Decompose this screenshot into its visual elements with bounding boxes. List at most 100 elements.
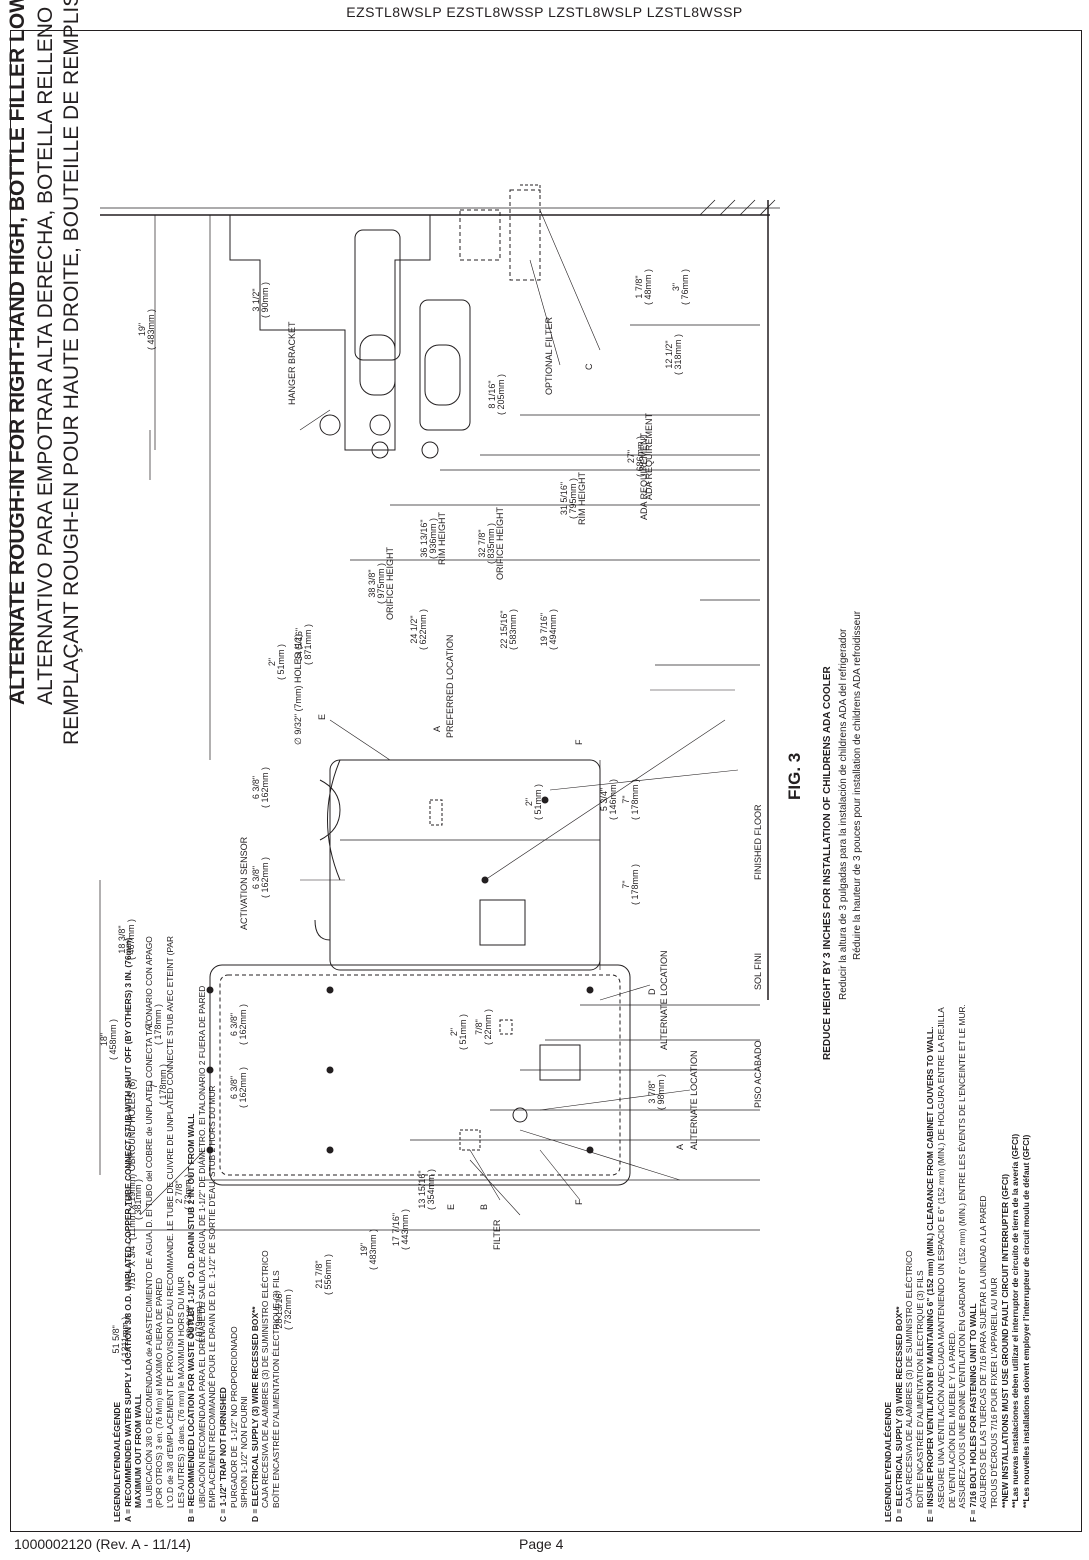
callout-d: D (647, 988, 657, 996)
dimension-mm: ( 871mm ) (303, 623, 313, 665)
dimension-d18: 18"( 458mm ) (99, 1018, 118, 1060)
dimension-d38-3-8: 38 3/8"( 975mm )ORIFICE HEIGHT (367, 546, 395, 620)
dimension-d18-3-8: 18 3/8"( 467mm ) (117, 918, 136, 960)
dimension-mm: ( 556mm ) (323, 1253, 333, 1295)
dimension-d32-7-8: 32 7/8"( 835mm )ORIFICE HEIGHT (477, 506, 505, 580)
dimension-d27: 27"( 686mm )ADA REQUIREMENT (626, 412, 654, 500)
hanger-bracket-label: HANGER BRACKET (287, 321, 297, 405)
dimension-mm: ( 162mm ) (260, 766, 270, 808)
dimension-mm: ( 48mm ) (643, 269, 653, 305)
dimension-mm: ( 979mm ) (194, 1300, 204, 1342)
dimension-d38-9-16: 38 9/16"( 979mm ) (185, 1300, 204, 1342)
callout-a-front: A (675, 1143, 685, 1150)
activation-sensor-label: ACTIVATION SENSOR (239, 836, 249, 930)
dimension-d3-1-2: 3 1/2"( 90mm ) (251, 282, 270, 318)
side-view-outline (329, 759, 601, 971)
dimension-d3-7-8: 3 7/8"( 98mm ) (647, 1074, 666, 1110)
dimension-note: ORIFICE HEIGHT (495, 506, 505, 580)
dimension-mm: ( 1311mm ) (120, 1316, 130, 1362)
dimension-d8-1-16: 8 1/16"( 205mm ) (487, 373, 506, 415)
dimension-mm: ( 178mm ) (153, 1003, 163, 1045)
dimension-mm: ( 458mm ) (108, 1018, 118, 1060)
dimension-note: ORIFICE HEIGHT (385, 546, 395, 620)
callout-e-side: E (317, 713, 327, 720)
dimension-mm: ( 381mm ) (133, 1178, 143, 1220)
dimension-d6-3-8c: 6 3/8"( 162mm ) (251, 856, 270, 898)
dimension-mm: ( 51mm ) (533, 784, 543, 820)
dimension-d2a: 2"( 51mm ) (449, 1014, 468, 1050)
front-view-outline (209, 964, 631, 1186)
dimension-mm: ( 205mm ) (496, 373, 506, 415)
dimension-d34-5-16: 34 5/16"( 871mm ) (294, 623, 313, 665)
dimension-mm: ( 443mm ) (400, 1208, 410, 1250)
dimension-d28-13-16: 28 13/16"( 732mm ) (274, 1288, 293, 1330)
dimension-note: RIM HEIGHT (577, 472, 587, 525)
dimension-mm: ( 178mm ) (630, 863, 640, 905)
dimension-d21-7-8: 21 7/8"( 556mm ) (314, 1253, 333, 1295)
dimension-mm: ( 162mm ) (260, 856, 270, 898)
dimension-d19b: 19"( 483mm ) (137, 308, 156, 350)
dimension-mm: ( 494mm ) (548, 608, 558, 650)
dimension-mm: ( 467mm ) (126, 918, 136, 960)
dimension-mm: ( 162mm ) (238, 1066, 248, 1108)
dimension-d2c: 2"( 51mm ) (267, 644, 286, 680)
dimension-d22-15-16: 22 15/16"( 583mm ) (499, 608, 518, 650)
dimension-d15: 15"( 381mm ) (124, 1178, 143, 1220)
dimension-d12-1-2: 12 1/2"( 318mm ) (664, 333, 683, 375)
dimension-mm: ( 22mm ) (483, 1009, 493, 1045)
dimension-d7b: 7"( 178mm ) (144, 1003, 163, 1045)
dimension-mm: ( 178mm ) (158, 1063, 168, 1105)
dimension-mm: ( 162mm ) (238, 1003, 248, 1045)
dimension-mm: ( 483mm ) (368, 1228, 378, 1270)
dimension-mm: ( 51mm ) (458, 1014, 468, 1050)
dimension-mm: ( 51mm ) (276, 644, 286, 680)
dimension-mm: ( 318mm ) (673, 333, 683, 375)
dimension-mm: ( 622mm ) (418, 608, 428, 650)
dimension-d24-1-2: 24 1/2"( 622mm ) (409, 608, 428, 650)
dimension-d3: 3"( 76mm ) (671, 269, 690, 305)
callout-b: B (479, 1203, 489, 1210)
optional-filter-label: OPTIONAL FILTER (544, 316, 554, 395)
dimension-mm: ( 354mm ) (426, 1168, 436, 1210)
dimension-d19-7-16: 19 7/16"( 494mm ) (539, 608, 558, 650)
model-header: EZSTL8WSLP EZSTL8WSSP LZSTL8WSLP LZSTL8W… (346, 4, 743, 20)
dimension-d31-5-16: 31 5/16"( 795mm )RIM HEIGHT (559, 472, 587, 525)
alternate-location-label-d: ALTERNATE LOCATION (659, 950, 669, 1050)
dimension-d2-7-8: 2 7/8"( 73mm ) (174, 1174, 193, 1210)
drawing-frame (10, 30, 1082, 1532)
dimension-d6-3-8a: 6 3/8"( 162mm ) (229, 1066, 248, 1108)
dimension-d19a: 19"( 483mm ) (359, 1228, 378, 1270)
page-number: Page 4 (519, 1536, 564, 1552)
dimension-d51-5-8: 51 5/8"( 1311mm ) (111, 1316, 130, 1362)
doc-number: 1000002120 (Rev. A - 11/14) (14, 1536, 191, 1552)
alternate-location-label-a: ALTERNATE LOCATION (689, 1050, 699, 1150)
dimension-mm: ( 98mm ) (656, 1074, 666, 1110)
callout-a-side: A (432, 725, 442, 732)
dimension-d6-3-8d: 6 3/8"( 162mm ) (251, 766, 270, 808)
profile-view-outline (229, 215, 431, 451)
callout-c: C (584, 363, 594, 371)
dimension-d5-3-4: 5 3/4"( 146mm ) (599, 778, 618, 820)
dimension-mm: ( 732mm ) (283, 1288, 293, 1330)
dimension-note: ADA REQUIREMENT (644, 412, 654, 500)
dimension-mm: ( 583mm ) (508, 608, 518, 650)
dimension-d1-7-8: 1 7/8"( 48mm ) (634, 269, 653, 305)
dimension-d6-3-8b: 6 3/8"( 162mm ) (229, 1003, 248, 1045)
dimension-mm: ( 178mm ) (630, 778, 640, 820)
dimension-mm: ( 483mm ) (146, 308, 156, 350)
dimension-mm: ( 146mm ) (608, 778, 618, 820)
callout-e-front: E (446, 1203, 456, 1210)
dimension-d7d: 7"( 178mm ) (621, 863, 640, 905)
dimension-d13-15-16: 13 15/16"( 354mm ) (417, 1168, 436, 1210)
dimension-d7c: 7"( 178mm ) (621, 778, 640, 820)
dimension-mm: ( 73mm ) (183, 1174, 193, 1210)
preferred-location-label: PREFERRED LOCATION (445, 634, 455, 738)
filter-label: FILTER (492, 1219, 502, 1250)
dimension-mm: ( 76mm ) (680, 269, 690, 305)
dimension-d17-7-16: 17 7/16"( 443mm ) (391, 1208, 410, 1250)
callout-f-front: F (574, 1199, 584, 1206)
dimension-mm: ( 90mm ) (260, 282, 270, 318)
dimension-d36-13-16: 36 13/16"( 936mm )RIM HEIGHT (419, 512, 447, 565)
callout-f-side: F (574, 739, 584, 746)
